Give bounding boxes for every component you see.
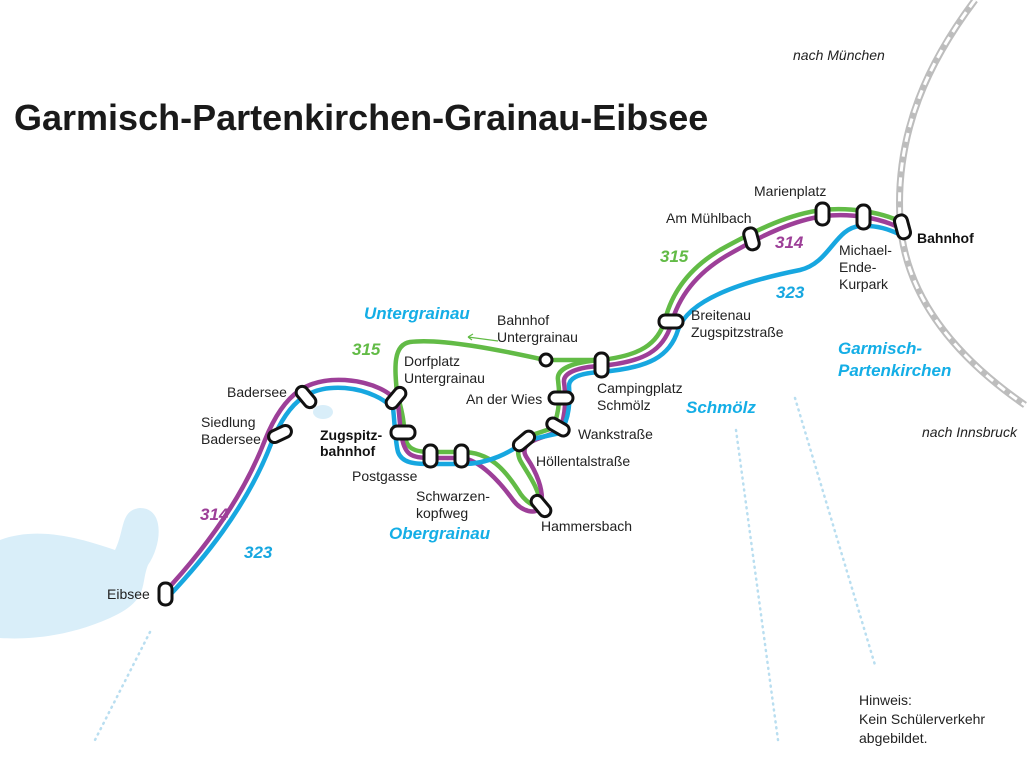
label-hoellentalstrasse: Höllentalstraße (536, 453, 630, 469)
label-marienplatz: Marienplatz (754, 183, 826, 199)
stop-schwarzenkopfweg[interactable] (453, 443, 470, 469)
label-zugspitz-1: Zugspitz- (320, 427, 383, 443)
route-number-314-east: 314 (775, 233, 804, 252)
note-line-1: Hinweis: (859, 692, 912, 708)
stop-siedlung-badersee[interactable] (267, 423, 294, 445)
stop-michael-ende-kurpark[interactable] (855, 203, 872, 231)
place-obergrainau: Obergrainau (389, 524, 491, 543)
stop-dorfplatz[interactable] (384, 385, 409, 411)
label-am-muehlbach: Am Mühlbach (666, 210, 752, 226)
label-dorfplatz-2: Untergrainau (404, 370, 485, 386)
arrow-untergrainau (467, 333, 499, 342)
label-dorfplatz-1: Dorfplatz (404, 353, 460, 369)
stop-zugspitzbahnhof[interactable] (389, 424, 417, 441)
place-garmisch-line2: Partenkirchen (838, 361, 951, 380)
badersee-pond (313, 405, 333, 419)
stop-badersee[interactable] (294, 384, 319, 410)
route-315-hammersbach (515, 357, 603, 508)
route-314-eibsee (159, 377, 401, 598)
label-bf-untergrainau-1: Bahnhof (497, 312, 549, 328)
route-number-323-east: 323 (776, 283, 805, 302)
route-315-main (597, 206, 905, 363)
river-lines (93, 396, 877, 742)
label-badersee: Badersee (227, 384, 287, 400)
label-campingplatz-1: Campingplatz (597, 380, 683, 396)
route-314-main (597, 212, 903, 369)
label-zugspitz-2: bahnhof (320, 443, 376, 459)
label-michael-1: Michael- (839, 242, 892, 258)
stop-eibsee[interactable] (157, 581, 174, 607)
label-bf-untergrainau-2: Untergrainau (497, 329, 578, 345)
route-315-untergrainau (393, 339, 603, 397)
direction-north: nach München (793, 47, 885, 63)
note-line-2: Kein Schülerverkehr (859, 711, 985, 727)
eibsee-lake (0, 508, 159, 639)
label-breitenau-1: Breitenau (691, 307, 751, 323)
stop-wankstrasse[interactable] (545, 416, 572, 438)
place-untergrainau: Untergrainau (364, 304, 470, 323)
label-schwarzen-1: Schwarzen- (416, 488, 490, 504)
stop-am-muehlbach[interactable] (742, 226, 761, 252)
label-an-der-wies: An der Wies (466, 391, 542, 407)
stop-an-der-wies[interactable] (547, 390, 575, 406)
stop-breitenau[interactable] (657, 313, 685, 330)
stop-campingplatz[interactable] (593, 351, 610, 379)
label-bahnhof: Bahnhof (917, 230, 974, 246)
label-schwarzen-2: kopfweg (416, 505, 468, 521)
route-number-323-west: 323 (244, 543, 273, 562)
route-number-315-east: 315 (660, 247, 689, 266)
stop-hoellentalstrasse[interactable] (511, 429, 537, 454)
label-breitenau-2: Zugspitzstraße (691, 324, 784, 340)
place-schmoelz: Schmölz (686, 398, 756, 417)
label-campingplatz-2: Schmölz (597, 397, 651, 413)
stop-bahnhof[interactable] (892, 213, 913, 241)
stop-hammersbach[interactable] (529, 493, 554, 519)
label-hammersbach: Hammersbach (541, 518, 632, 534)
stop-marienplatz[interactable] (814, 201, 831, 227)
label-siedlung-1: Siedlung (201, 414, 256, 430)
route-number-314-west: 314 (200, 505, 229, 524)
label-michael-2: Ende- (839, 259, 877, 275)
label-eibsee: Eibsee (107, 586, 150, 602)
label-michael-3: Kurpark (839, 276, 889, 292)
label-siedlung-2: Badersee (201, 431, 261, 447)
note-line-3: abgebildet. (859, 730, 928, 746)
direction-south: nach Innsbruck (922, 424, 1018, 440)
stop-bahnhof-untergrainau[interactable] (538, 352, 554, 368)
label-postgasse: Postgasse (352, 468, 418, 484)
route-323-eibsee (165, 385, 395, 600)
route-number-315-west: 315 (352, 340, 381, 359)
label-wankstrasse: Wankstraße (578, 426, 653, 442)
map-title: Garmisch-Partenkirchen-Grainau-Eibsee (14, 97, 708, 138)
stop-postgasse[interactable] (422, 443, 439, 469)
place-garmisch-line1: Garmisch- (838, 339, 922, 358)
